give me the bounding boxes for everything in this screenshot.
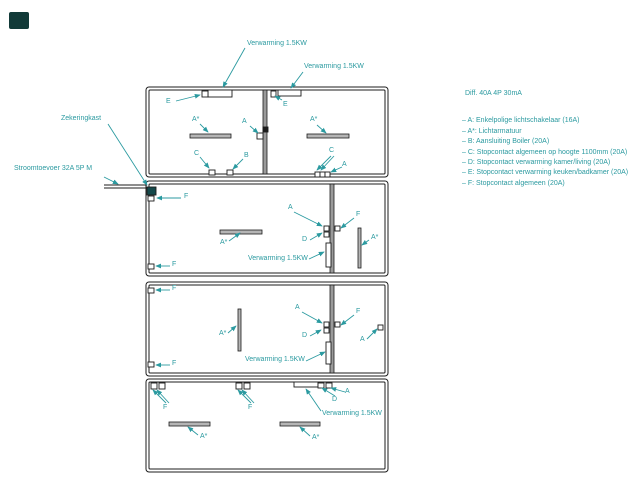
label-power-supply: Stroomtoevoer 32A 5P M (14, 165, 93, 172)
label-f-8: F (248, 404, 253, 411)
label-c-2: C (329, 147, 335, 154)
label-d-3: D (332, 396, 338, 403)
label-astar-5: A* (219, 330, 227, 337)
label-a-3: A (288, 204, 293, 211)
building-outline (145, 86, 389, 473)
label-a-2: A (342, 161, 347, 168)
label-d-1: D (302, 236, 308, 243)
legend: Diff. 40A 4P 30mA – A: Enkelpolige licht… (462, 89, 640, 189)
label-a-4: A (295, 304, 300, 311)
label-c-1: C (194, 150, 200, 157)
outlet-symbols (146, 90, 384, 390)
label-e-2: E (283, 101, 288, 108)
label-fuse-box: Zekeringkast (61, 115, 102, 122)
leader-lines (103, 47, 378, 437)
label-e-1: E (166, 98, 171, 105)
label-heater-2: Verwarming 1.5KW (304, 63, 364, 70)
label-f-5: F (172, 360, 177, 367)
label-astar-2: A* (310, 116, 318, 123)
heater-symbols (207, 89, 332, 388)
label-f-2: F (172, 261, 177, 268)
label-a-6: A (345, 388, 350, 395)
label-heater-5: Verwarming 1.5KW (322, 410, 382, 417)
legend-item-c: – C: Stopcontact algemeen op hoogte 1100… (462, 148, 628, 156)
label-astar-3: A* (220, 239, 228, 246)
label-astar-6: A* (200, 433, 208, 440)
label-f-1: F (184, 193, 189, 200)
legend-item-astar: – A*: Lichtarmatuur (462, 127, 522, 135)
label-f-7: F (163, 404, 168, 411)
legend-item-a: – A: Enkelpolige lichtschakelaar (16A) (462, 117, 580, 125)
legend-item-d: – D: Stopcontact verwarming kamer/living… (462, 159, 611, 167)
label-heater-3: Verwarming 1.5KW (248, 255, 308, 262)
legend-item-f: – F: Stopcontact algemeen (20A) (462, 179, 565, 187)
label-b-1: B (244, 152, 249, 159)
legend-item-b: – B: Aansluiting Boiler (20A) (462, 138, 550, 146)
light-fixture-bars (168, 133, 362, 427)
label-f-4: F (172, 285, 177, 292)
label-astar-7: A* (312, 434, 320, 441)
power-supply-line (104, 184, 147, 189)
corner-mark (9, 12, 29, 29)
legend-item-e: – E: Stopcontact verwarming keuken/badka… (462, 169, 629, 177)
label-heater-1: Verwarming 1.5KW (247, 40, 307, 47)
label-f-3: F (356, 211, 361, 218)
label-a-5: A (360, 336, 365, 343)
label-f-6: F (356, 308, 361, 315)
label-astar-1: A* (192, 116, 200, 123)
label-d-2: D (302, 332, 308, 339)
legend-title: Diff. 40A 4P 30mA (465, 90, 522, 97)
interior-walls (262, 89, 335, 374)
label-a-1: A (242, 118, 247, 125)
label-astar-4: A* (371, 234, 379, 241)
label-heater-4: Verwarming 1.5KW (245, 356, 305, 363)
